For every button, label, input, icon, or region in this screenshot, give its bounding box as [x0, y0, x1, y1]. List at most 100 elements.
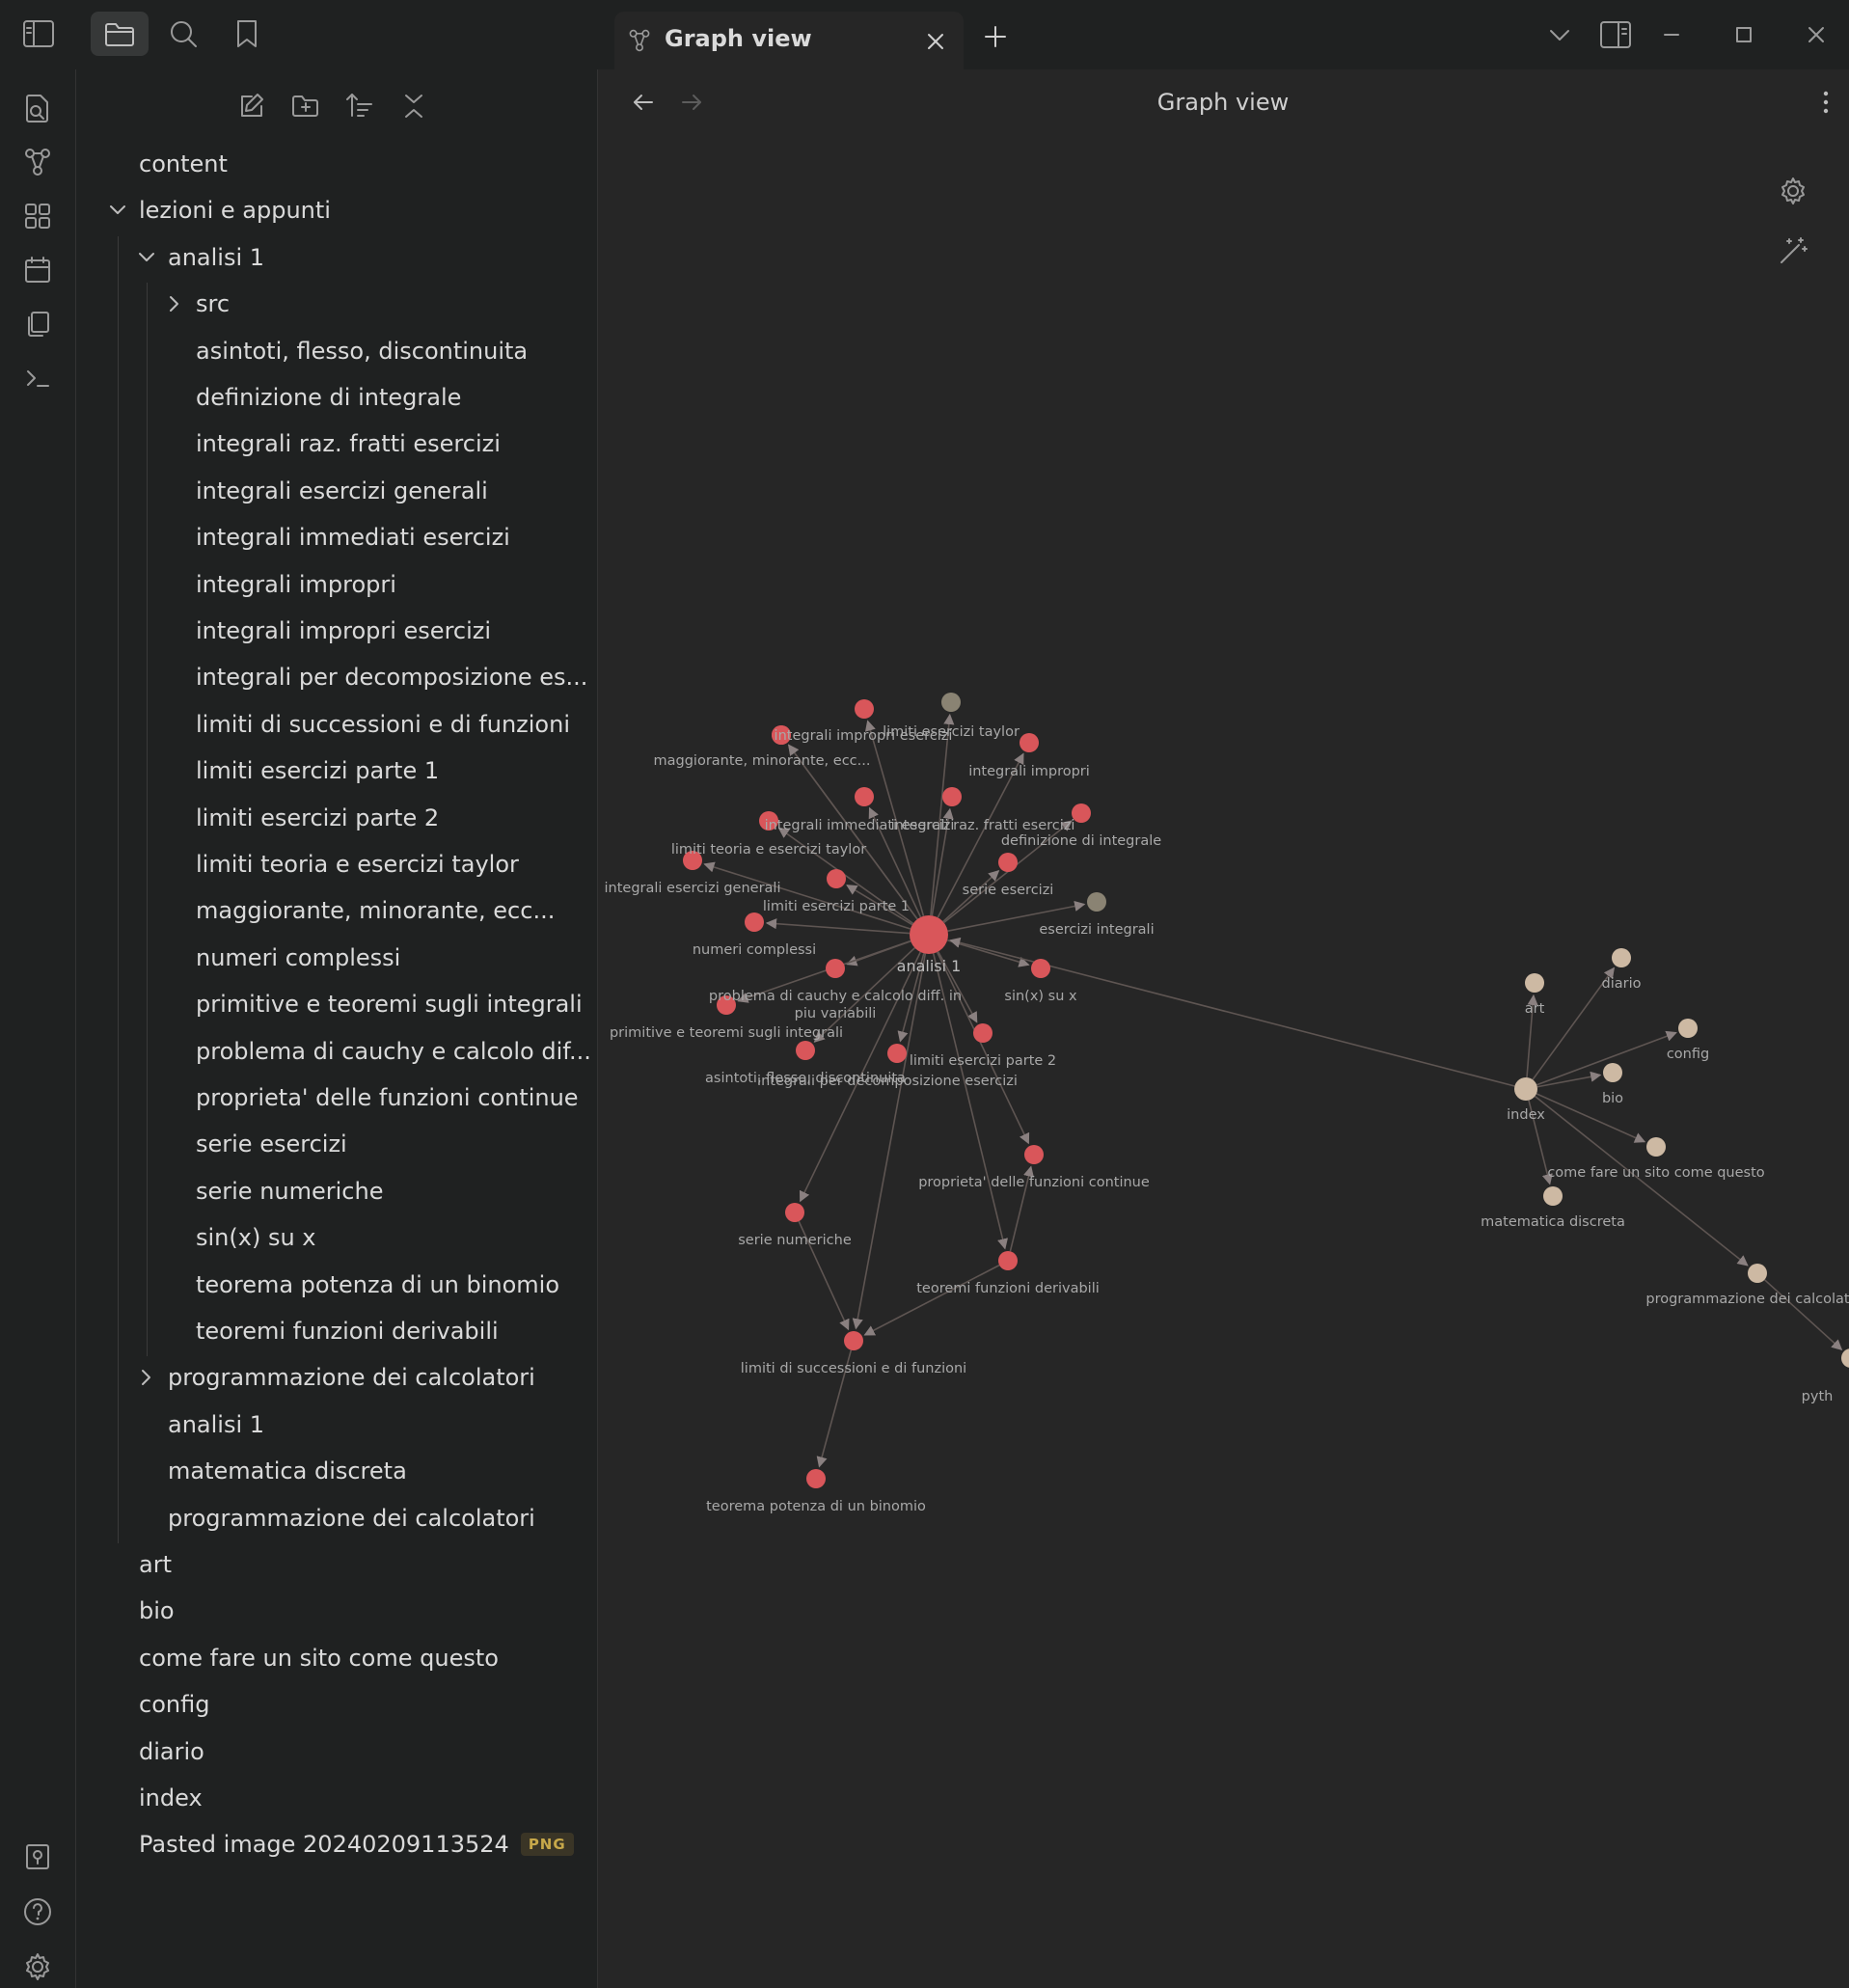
graph-node[interactable]: [772, 725, 791, 745]
settings-icon[interactable]: [18, 1947, 57, 1986]
graph-node[interactable]: [1678, 1019, 1698, 1038]
folder-icon[interactable]: [91, 12, 149, 56]
file-tree-item[interactable]: integrali impropri: [196, 563, 396, 606]
file-tree-item[interactable]: serie numeriche: [196, 1170, 383, 1212]
canvas-icon[interactable]: [18, 197, 57, 235]
file-tree-item[interactable]: art: [139, 1543, 172, 1586]
copy-icon[interactable]: [18, 305, 57, 343]
file-tree-item[interactable]: programmazione dei calcolatori: [168, 1497, 535, 1539]
file-tree-folder[interactable]: lezioni e appunti: [110, 189, 331, 231]
graph-icon[interactable]: [18, 143, 57, 181]
graph-node[interactable]: [806, 1469, 826, 1488]
graph-node[interactable]: [1748, 1264, 1767, 1283]
file-tree-item[interactable]: analisi 1: [168, 1403, 264, 1446]
file-tree-item[interactable]: asintoti, flesso, discontinuita: [196, 330, 528, 372]
file-tree-folder[interactable]: src: [170, 283, 230, 325]
new-note-icon[interactable]: [232, 87, 271, 125]
graph-node[interactable]: [759, 811, 778, 831]
file-tree-item[interactable]: teorema potenza di un binomio: [196, 1264, 559, 1306]
animate-wand-icon[interactable]: [1772, 230, 1814, 272]
graph-node[interactable]: [1514, 1077, 1537, 1101]
file-tree-item[interactable]: limiti esercizi parte 1: [196, 749, 439, 792]
file-tree-item[interactable]: integrali immediati esercizi: [196, 516, 510, 558]
graph-node[interactable]: [942, 787, 962, 806]
back-arrow-icon[interactable]: [622, 81, 665, 123]
graph-node[interactable]: [844, 1331, 863, 1350]
graph-node[interactable]: [1841, 1348, 1849, 1368]
graph-node[interactable]: [998, 1251, 1018, 1270]
sidebar-toggle-icon[interactable]: [15, 12, 62, 56]
tab-list-chevron-icon[interactable]: [1538, 14, 1581, 56]
file-tree-item[interactable]: integrali per decomposizione es...: [196, 656, 587, 698]
more-options-icon[interactable]: [1805, 81, 1847, 123]
file-tree-item[interactable]: maggiorante, minorante, ecc...: [196, 889, 555, 932]
file-tree-item[interactable]: integrali impropri esercizi: [196, 610, 491, 652]
graph-node[interactable]: [1024, 1145, 1044, 1164]
graph-node[interactable]: [973, 1023, 992, 1043]
graph-node[interactable]: [941, 693, 961, 712]
file-tree-item[interactable]: limiti esercizi parte 2: [196, 797, 439, 839]
graph-node[interactable]: [1031, 959, 1050, 978]
file-tree-item[interactable]: matematica discreta: [168, 1450, 407, 1492]
file-tree-item[interactable]: diario: [139, 1730, 204, 1773]
graph-node[interactable]: [785, 1203, 804, 1222]
close-window-icon[interactable]: [1795, 14, 1837, 56]
terminal-icon[interactable]: [18, 359, 57, 397]
file-tree-item[interactable]: integrali raz. fratti esercizi: [196, 422, 501, 465]
graph-node[interactable]: [1020, 733, 1039, 752]
graph-node[interactable]: [1543, 1186, 1563, 1206]
graph-settings-icon[interactable]: [1772, 170, 1814, 212]
close-icon[interactable]: [921, 27, 950, 56]
graph-node[interactable]: [1087, 892, 1106, 912]
graph-node[interactable]: [683, 851, 702, 870]
new-tab-icon[interactable]: [974, 15, 1017, 58]
graph-node[interactable]: [1612, 948, 1631, 967]
graph-node[interactable]: [796, 1041, 815, 1060]
file-tree-folder[interactable]: programmazione dei calcolatori: [142, 1356, 535, 1399]
open-quick-switcher-icon[interactable]: [18, 89, 57, 127]
toggle-right-sidebar-icon[interactable]: [1594, 14, 1637, 56]
chevron-down-icon[interactable]: [135, 246, 158, 269]
file-tree-item[interactable]: limiti di successioni e di funzioni: [196, 703, 570, 746]
file-tree-item[interactable]: teoremi funzioni derivabili: [196, 1310, 499, 1352]
file-tree-item[interactable]: definizione di integrale: [196, 376, 461, 419]
file-tree-item[interactable]: sin(x) su x: [196, 1216, 316, 1259]
file-tree-item[interactable]: problema di cauchy e calcolo dif...: [196, 1030, 591, 1073]
chevron-right-icon[interactable]: [135, 1366, 158, 1389]
graph-node[interactable]: [745, 912, 764, 932]
chevron-right-icon[interactable]: [163, 292, 186, 315]
graph-node[interactable]: [827, 869, 846, 888]
collapse-all-icon[interactable]: [394, 87, 433, 125]
calendar-icon[interactable]: [18, 251, 57, 289]
minimize-icon[interactable]: [1650, 14, 1693, 56]
file-tree-item[interactable]: primitive e teoremi sugli integrali: [196, 983, 583, 1025]
help-icon[interactable]: [18, 1893, 57, 1931]
tab-graph-view[interactable]: Graph view: [614, 12, 964, 69]
file-tree-folder[interactable]: analisi 1: [139, 236, 264, 279]
sort-icon[interactable]: [340, 87, 379, 125]
file-tree-item[interactable]: config: [139, 1683, 209, 1726]
graph-node[interactable]: [1603, 1063, 1622, 1082]
graph-node[interactable]: [855, 699, 874, 719]
graph-node[interactable]: [717, 995, 736, 1015]
graph-node[interactable]: [1525, 973, 1544, 993]
graph-node[interactable]: [855, 787, 874, 806]
graph-node[interactable]: [887, 1044, 907, 1063]
vault-icon[interactable]: [18, 1838, 57, 1876]
search-icon[interactable]: [160, 12, 206, 56]
chevron-down-icon[interactable]: [106, 199, 129, 222]
forward-arrow-icon[interactable]: [670, 81, 713, 123]
graph-node[interactable]: [826, 959, 845, 978]
file-tree-item[interactable]: index: [139, 1777, 203, 1819]
file-tree-item[interactable]: integrali esercizi generali: [196, 470, 488, 512]
file-tree-item[interactable]: proprieta' delle funzioni continue: [196, 1076, 579, 1119]
file-tree-item[interactable]: numeri complessi: [196, 937, 400, 979]
graph-node[interactable]: [998, 853, 1018, 872]
file-tree-item[interactable]: limiti teoria e esercizi taylor: [196, 843, 519, 885]
graph-node[interactable]: [910, 915, 948, 954]
file-tree-item[interactable]: serie esercizi: [196, 1123, 347, 1165]
bookmark-icon[interactable]: [224, 12, 270, 56]
graph-node[interactable]: [1072, 803, 1091, 823]
